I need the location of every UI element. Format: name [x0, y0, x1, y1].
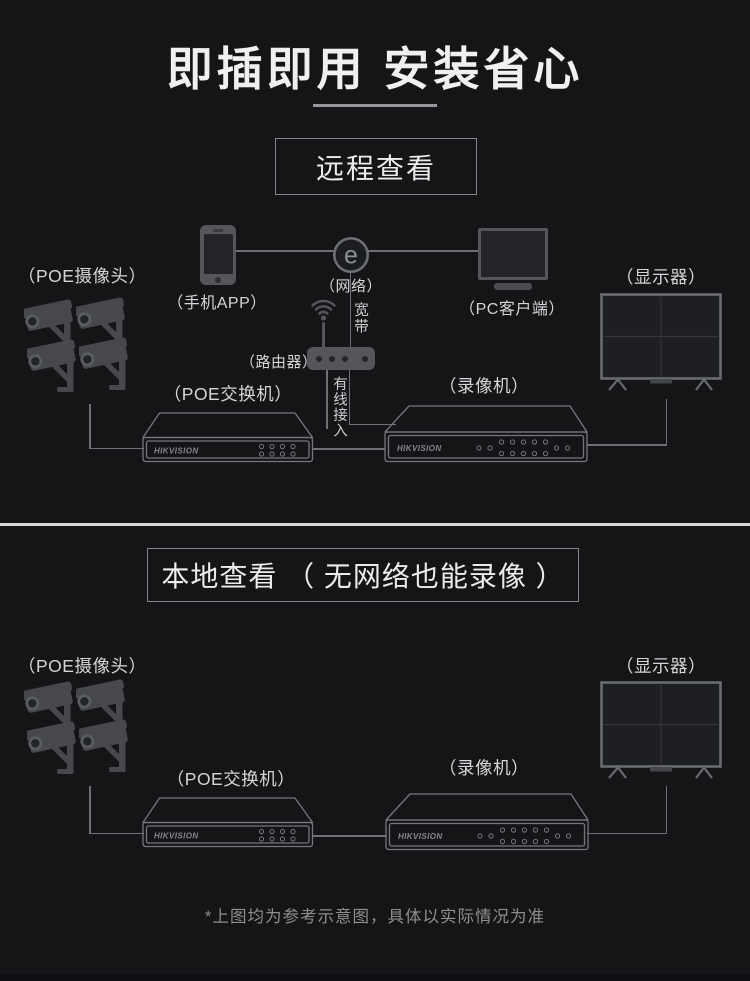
title-underline: [313, 104, 437, 107]
router-led: [329, 355, 335, 362]
router-led: [362, 355, 368, 362]
remote-view-heading-box: 远程查看: [275, 138, 477, 195]
phone-label: （手机APP）: [167, 295, 267, 312]
phone-speaker: [213, 229, 223, 232]
monitor-device: [600, 681, 722, 779]
poe-camera-group: [23, 294, 141, 398]
phone-home-button: [215, 276, 221, 283]
router-label: （路由器）: [240, 354, 318, 371]
svg-text:HIKVISION: HIKVISION: [397, 444, 442, 453]
section-local-viewing: 本地查看 （ 无网络也能录像 ） （POE摄像头） （POE交换机）: [0, 526, 750, 981]
phone-icon: [200, 225, 236, 285]
local-view-heading-box: 本地查看 （ 无网络也能录像 ）: [147, 548, 579, 602]
svg-text:HIKVISION: HIKVISION: [154, 447, 199, 456]
connector-router-recorder-v: [348, 370, 350, 425]
connector-recorder-monitor-h: [587, 444, 667, 446]
poe-switch-label: （POE交换机）: [166, 769, 296, 789]
section-divider: [0, 522, 750, 526]
footer-note: *上图均为参考示意图，具体以实际情况为准: [205, 908, 545, 926]
poe-camera-icon: [79, 336, 141, 394]
pc-monitor-icon: [478, 228, 548, 280]
connector-cameras-switch-v: [89, 786, 91, 834]
connector-recorder-monitor-h: [587, 832, 667, 834]
recorder-label: （录像机）: [439, 376, 529, 396]
connector-cameras-switch-h: [89, 832, 144, 834]
connector-router-recorder-h: [348, 423, 396, 425]
phone-screen: [203, 234, 233, 274]
svg-text:HIKVISION: HIKVISION: [154, 832, 199, 841]
connector-cameras-switch-h: [89, 447, 144, 449]
recorder-device: HIKVISION: [384, 405, 588, 463]
page-title: 即插即用 安装省心: [166, 43, 584, 95]
poe-switch-device: HIKVISION: [142, 797, 314, 848]
connector-switch-recorder: [313, 835, 386, 837]
svg-text:e: e: [344, 242, 358, 270]
connector-recorder-monitor-v: [665, 399, 667, 446]
wifi-icon: [311, 299, 336, 321]
pc-label: （PC客户端）: [459, 301, 565, 318]
recorder-label: （录像机）: [439, 758, 529, 778]
poe-cameras-label: （POE摄像头）: [18, 656, 147, 676]
poe-cameras-label: （POE摄像头）: [18, 266, 147, 286]
router-led: [316, 355, 322, 362]
network-globe-icon: e: [332, 236, 370, 274]
monitor-device: [600, 293, 722, 391]
broadband-label: 宽带: [352, 302, 368, 335]
pc-monitor-base: [494, 283, 532, 290]
router-antenna: [321, 322, 325, 348]
network-label: （网络）: [319, 278, 383, 295]
connector-cameras-switch-v: [89, 404, 91, 449]
poe-camera-icon: [79, 718, 141, 776]
remote-view-heading: 远程查看: [315, 152, 436, 184]
monitor-label: （显示器）: [616, 656, 706, 676]
connector-recorder-monitor-v: [665, 786, 667, 834]
svg-text:HIKVISION: HIKVISION: [398, 832, 443, 841]
wired-access-label: 有线接入: [331, 376, 347, 438]
router-icon: [307, 347, 375, 370]
poe-camera-group: [23, 676, 141, 780]
router-led: [342, 355, 348, 362]
recorder-device: HIKVISION: [385, 793, 589, 851]
section-remote-viewing: 即插即用 安装省心 远程查看 （手机APP） e （网络）: [18, 43, 722, 463]
connector-router-switch: [326, 370, 328, 429]
connector-network-router: [349, 272, 351, 348]
poe-switch-label: （POE交换机）: [163, 384, 293, 404]
local-view-heading: 本地查看 （ 无网络也能录像 ）: [161, 561, 565, 592]
poe-switch-device: HIKVISION: [142, 412, 314, 463]
connector-switch-recorder: [313, 448, 385, 450]
bottom-strip: [0, 974, 750, 981]
monitor-label: （显示器）: [616, 267, 706, 287]
